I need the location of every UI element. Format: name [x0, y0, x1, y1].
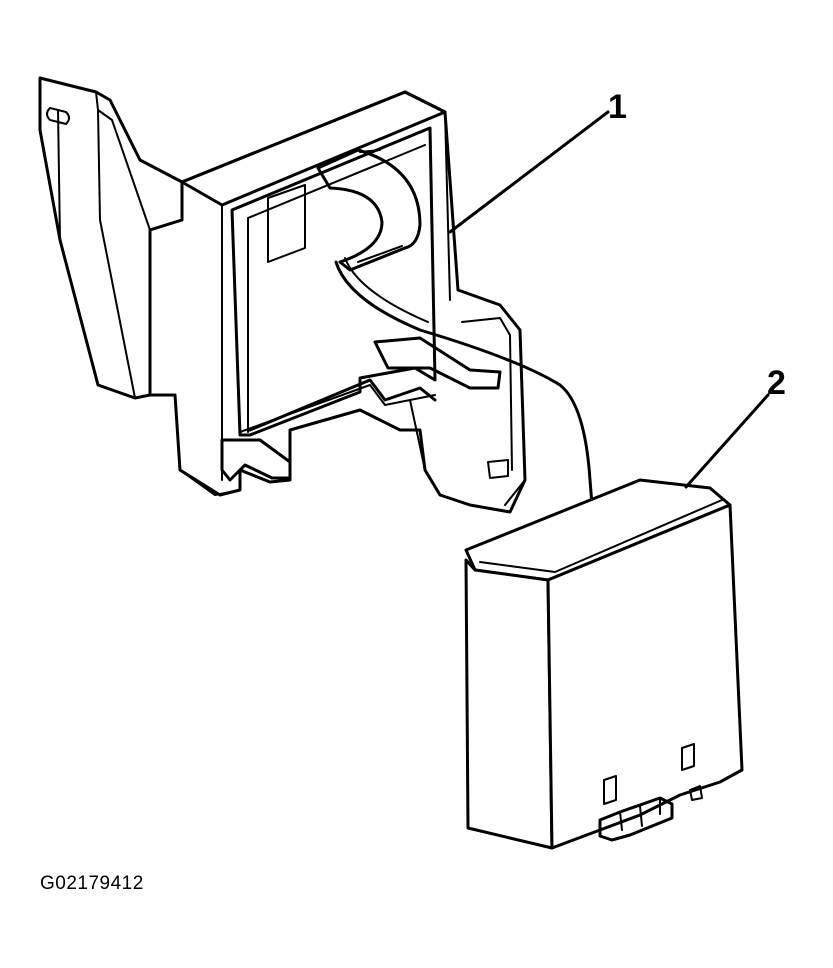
callout-1: 1	[448, 88, 627, 234]
module-connector-housing	[598, 796, 674, 842]
callout-1-label: 1	[608, 88, 627, 126]
callout-1-leader	[448, 110, 610, 234]
mounting-bracket	[38, 76, 527, 514]
module-front-face	[464, 558, 554, 850]
bracket-right-hook	[373, 336, 502, 390]
bracket-frame	[148, 90, 527, 514]
bracket-spring-clip	[316, 148, 422, 272]
callout-2-label: 2	[767, 364, 786, 402]
bracket-right-tab	[457, 289, 526, 506]
flange-slot	[46, 107, 70, 125]
figure-id: G02179412	[40, 873, 144, 894]
wiring-harness	[334, 260, 596, 532]
control-module	[464, 478, 744, 850]
module-connector-slot	[681, 743, 695, 771]
callout-2-leader	[684, 393, 770, 489]
module-connector-slot	[603, 775, 617, 805]
bracket-lower-hook	[220, 438, 292, 482]
callout-2: 2	[684, 364, 786, 489]
frame-inner-opening	[230, 126, 437, 437]
